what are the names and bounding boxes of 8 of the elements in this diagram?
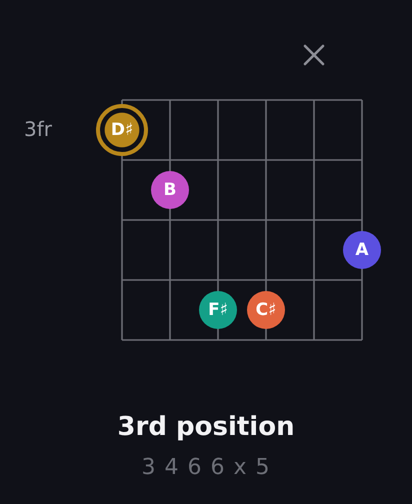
root-note-dot: D♯ <box>96 104 148 156</box>
chord-title: 3rd position <box>117 413 295 443</box>
note-dot: A <box>343 231 381 269</box>
note-dot: F♯ <box>199 291 237 329</box>
note-dot: B <box>151 171 189 209</box>
fret-number: 3fr <box>24 118 52 141</box>
fingering-text: 3 4 6 6 x 5 <box>142 455 270 480</box>
note-dot: C♯ <box>247 291 285 329</box>
